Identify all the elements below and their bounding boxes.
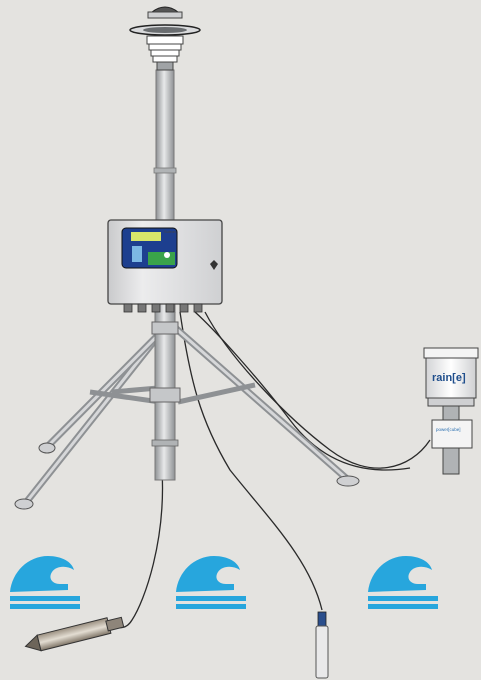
data-logger-icon: Sutron <box>108 220 222 312</box>
wave-icon <box>10 556 80 609</box>
wave-icon <box>176 556 246 609</box>
power-cube-label: power[cube] <box>436 427 461 432</box>
rain-gauge-icon: rain[e] <box>424 348 478 420</box>
logger-label: Sutron <box>164 229 176 234</box>
solar-radiation-sensor-icon <box>130 7 200 70</box>
wave-icon <box>368 556 438 609</box>
pressure-transducer-icon <box>24 614 125 654</box>
power-cube-icon: power[cube] <box>432 420 472 474</box>
water-quality-probe-icon <box>316 612 328 678</box>
rain-gauge-label: rain[e] <box>432 372 466 384</box>
